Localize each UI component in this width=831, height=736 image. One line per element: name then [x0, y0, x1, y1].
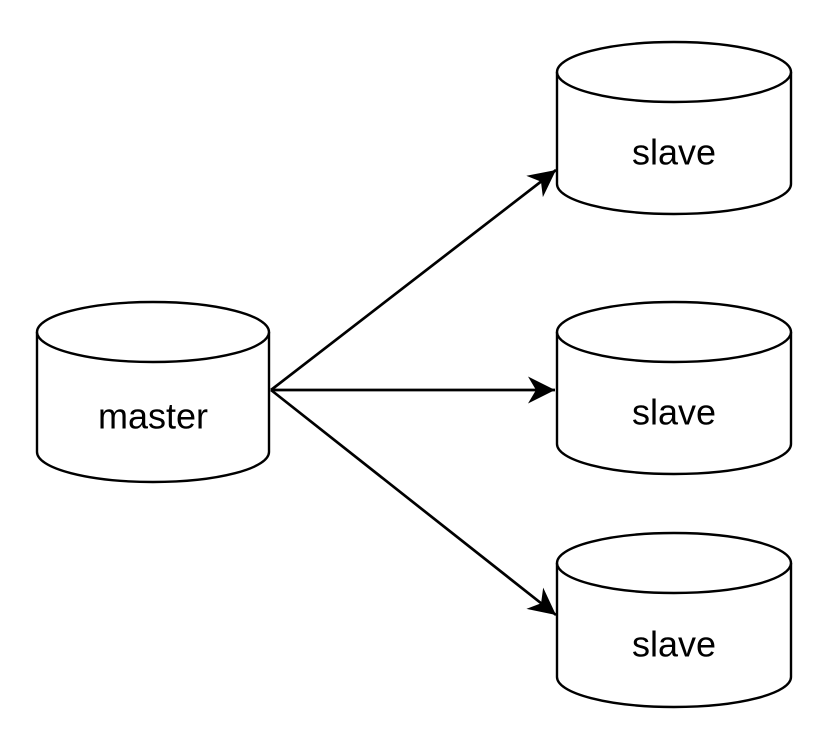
replication-arrow-master-to-slave-1 [270, 168, 557, 392]
database-cylinder-body [35, 332, 271, 484]
database-cylinder-top [35, 300, 271, 364]
node-label: slave [632, 624, 716, 665]
database-cylinder-body [555, 72, 793, 216]
database-cylinder-top [555, 531, 793, 595]
database-cylinder-top [555, 300, 793, 364]
database-cylinder-body [555, 332, 793, 476]
node-label: slave [632, 132, 716, 173]
db-node-slave-2: slave [555, 300, 793, 476]
db-node-slave-1: slave [555, 40, 793, 216]
replication-arrow-master-to-slave-3 [270, 388, 557, 617]
database-cylinder-top [555, 40, 793, 104]
node-label: master [98, 396, 208, 437]
db-node-master: master [35, 300, 271, 484]
node-label: slave [632, 392, 716, 433]
db-node-slave-3: slave [555, 531, 793, 709]
database-cylinder-body [555, 563, 793, 709]
